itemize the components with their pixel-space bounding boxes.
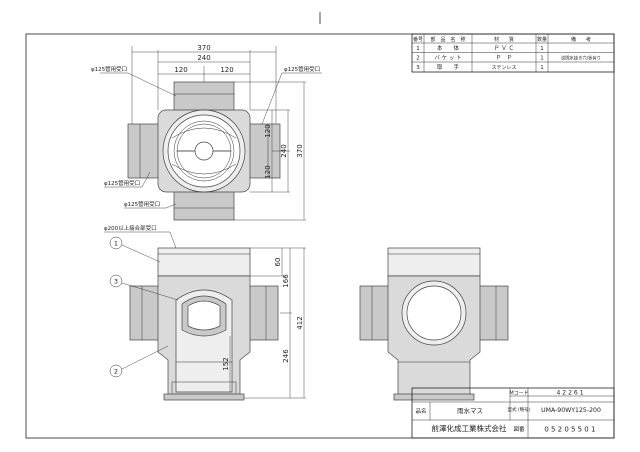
table-row-2-note: 逆間水抜き穴/状有り xyxy=(561,55,601,62)
dim-height-total: 370 xyxy=(296,144,304,157)
table-row-3-no: 3 xyxy=(416,65,420,71)
drawing-border xyxy=(25,33,615,439)
callout-1: 1 xyxy=(114,240,118,248)
section-right-pipe xyxy=(247,285,279,341)
side-view xyxy=(359,247,509,401)
table-row-2-qty: 1 xyxy=(540,56,544,62)
table-header-qty: 数量 xyxy=(537,36,547,43)
dim-inner-width: 240 xyxy=(197,54,210,62)
callout-1-circle xyxy=(109,236,123,250)
dim-section-lower: 246 xyxy=(282,349,290,363)
section-view: φ200以上接合部受口 1 3 2 60 166 412 246 152 xyxy=(104,224,306,401)
callout-3-circle xyxy=(109,274,123,288)
label-socket-left: φ125管用受口 xyxy=(104,179,140,187)
plan-view: 370 240 120 120 120 120 240 370 φ125管用受口… xyxy=(91,44,322,221)
dim-right-lower: 120 xyxy=(264,165,272,178)
code-value: 42261 xyxy=(556,390,585,397)
table-row-1-name: 本 体 xyxy=(437,44,460,52)
callout-3: 3 xyxy=(114,278,118,286)
table-header-name: 部 品 名 称 xyxy=(430,36,465,43)
label-socket-bottom: φ125管用受口 xyxy=(124,200,160,208)
label-top-socket: φ200以上接合部受口 xyxy=(104,224,157,232)
dim-bucket: 152 xyxy=(222,357,230,370)
name-value: 雨水マス xyxy=(457,406,483,415)
table-row-1-material: Ｐ Ｖ Ｃ xyxy=(494,45,514,52)
section-left-pipe xyxy=(129,285,161,341)
table-row-3-qty: 1 xyxy=(540,65,544,71)
drawing-no-label: 図番 xyxy=(513,426,525,433)
dim-right-upper: 120 xyxy=(264,124,272,137)
plan-bucket-circle xyxy=(173,120,235,182)
parts-table: 番号 部 品 名 称 材 質 数量 備 考 1 本 体 Ｐ Ｖ Ｃ 1 2 バ … xyxy=(411,33,615,73)
callout-2-circle xyxy=(109,364,123,378)
table-row-2-material: Ｐ Ｐ xyxy=(496,55,513,62)
side-top-socket xyxy=(387,247,481,277)
dim-section-total: 412 xyxy=(296,316,304,329)
drawing-no-value: 05205501 xyxy=(544,426,597,434)
name-label: 品名 xyxy=(415,407,426,415)
side-left-pipe xyxy=(359,285,391,341)
table-row-1-no: 1 xyxy=(416,46,420,52)
dim-height-inner: 240 xyxy=(280,144,288,157)
side-right-pipe xyxy=(477,285,509,341)
dim-total-width: 370 xyxy=(197,44,210,52)
dim-right-half: 120 xyxy=(220,66,233,74)
model-value: UMA-90WY125-200 xyxy=(541,407,601,414)
table-row-1-qty: 1 xyxy=(540,46,544,52)
table-header-no: 番号 xyxy=(413,36,423,43)
label-socket-top-right: φ125管用受口 xyxy=(284,65,320,73)
label-socket-top-left: φ125管用受口 xyxy=(91,65,127,73)
table-row-3-name: 取 手 xyxy=(437,63,460,71)
dim-section-upper: 166 xyxy=(282,274,290,288)
table-row-2-name: バ ケ ッ ト xyxy=(434,55,461,62)
table-row-3-material: ステンレス xyxy=(491,65,516,71)
company-name: 前澤化成工業株式会社 xyxy=(432,423,507,433)
table-row-2-no: 2 xyxy=(416,56,420,62)
section-top-socket xyxy=(157,247,251,277)
title-block: Mコード 42261 品名 雨水マス 型式 (略号) UMA-90WY125-2… xyxy=(411,387,615,439)
dim-left-half: 120 xyxy=(174,66,187,74)
table-header-note: 備 考 xyxy=(571,36,591,43)
table-header-material: 材 質 xyxy=(494,36,514,43)
dim-section-top: 60 xyxy=(274,258,282,267)
model-label: 型式 (略号) xyxy=(508,406,531,413)
code-label: Mコード xyxy=(509,391,528,397)
callout-2: 2 xyxy=(114,368,118,376)
